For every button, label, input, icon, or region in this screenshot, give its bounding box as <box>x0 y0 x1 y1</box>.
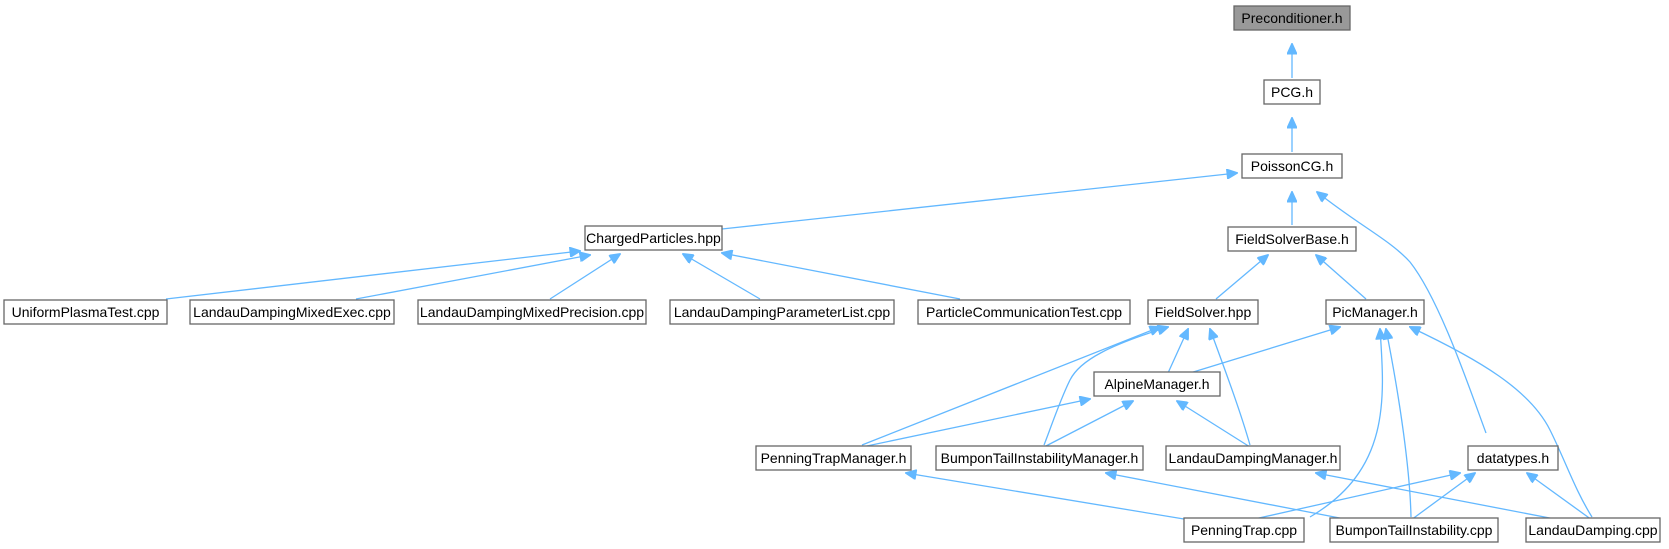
edge-bumpontailmanager-to-alpinemanager <box>1043 401 1133 448</box>
node-label: LandauDampingMixedExec.cpp <box>193 304 391 320</box>
edge-bumpontail-to-datatypes <box>1410 473 1475 521</box>
edge-bumpontailmanager-to-fieldsolver <box>1043 327 1168 446</box>
node-label: LandauDampingParameterList.cpp <box>674 304 891 320</box>
edge-uniformplasmatest-to-chargedparticles <box>165 251 580 300</box>
edge-datatypes-to-poissoncg <box>1317 192 1487 434</box>
edge-landaudamping-to-landaudampingmanager <box>1316 473 1561 521</box>
node-label: ChargedParticles.hpp <box>586 230 721 246</box>
edge-alpinemanager-to-fieldsolver <box>1167 329 1188 374</box>
edge-penningtrapmanager-to-alpinemanager <box>861 399 1090 448</box>
node-chargedparticles[interactable]: ChargedParticles.hpp <box>584 225 723 251</box>
edge-landauparameterlist-to-chargedparticles <box>683 254 761 300</box>
node-label: ParticleCommunicationTest.cpp <box>926 304 1122 320</box>
edges <box>165 44 1593 521</box>
edge-landaudamping-to-picmanager <box>1410 327 1593 518</box>
node-label: PicManager.h <box>1332 304 1418 320</box>
edge-picmanager-to-fieldsolverbase <box>1316 255 1367 300</box>
edge-penningtrap-to-datatypes <box>1249 473 1460 521</box>
node-uniformplasmatest[interactable]: UniformPlasmaTest.cpp <box>3 299 168 325</box>
node-penningtrap[interactable]: PenningTrap.cpp <box>1183 517 1305 543</box>
edge-landaumixedexec-to-chargedparticles <box>355 255 590 300</box>
node-label: LandauDampingMixedPrecision.cpp <box>420 304 644 320</box>
edge-landaumixedprecision-to-chargedparticles <box>549 254 620 300</box>
node-label: PCG.h <box>1271 84 1313 100</box>
node-label: AlpineManager.h <box>1104 376 1209 392</box>
node-preconditioner[interactable]: Preconditioner.h <box>1233 5 1351 31</box>
node-label: LandauDampingManager.h <box>1169 450 1338 466</box>
edge-penningtrapmanager-to-fieldsolver <box>861 327 1160 446</box>
node-label: BumponTailInstabilityManager.h <box>941 450 1139 466</box>
node-alpinemanager[interactable]: AlpineManager.h <box>1093 371 1221 397</box>
edge-fieldsolver-to-fieldsolverbase <box>1215 255 1268 300</box>
node-poissoncg[interactable]: PoissonCG.h <box>1241 153 1343 179</box>
edge-penningtrap-to-penningtrapmanager <box>906 473 1191 521</box>
nodes: Preconditioner.h PCG.h PoissonCG.h Charg… <box>3 5 1661 543</box>
node-fieldsolverbase[interactable]: FieldSolverBase.h <box>1227 226 1357 252</box>
node-label: BumponTailInstability.cpp <box>1336 522 1493 538</box>
node-landaudampingmanager[interactable]: LandauDampingManager.h <box>1165 445 1341 471</box>
node-label: PenningTrap.cpp <box>1191 522 1297 538</box>
node-label: datatypes.h <box>1477 450 1549 466</box>
node-pcg[interactable]: PCG.h <box>1263 79 1321 105</box>
node-landauparameterlist[interactable]: LandauDampingParameterList.cpp <box>669 299 895 325</box>
edge-landaudampingmanager-to-fieldsolver <box>1210 329 1251 446</box>
edge-chargedparticles-to-poissoncg <box>721 173 1237 230</box>
edge-landaudampingmanager-to-alpinemanager <box>1177 401 1251 448</box>
node-landaumixedprecision[interactable]: LandauDampingMixedPrecision.cpp <box>417 299 647 325</box>
node-label: LandauDamping.cpp <box>1528 522 1657 538</box>
node-datatypes[interactable]: datatypes.h <box>1467 445 1559 471</box>
node-label: Preconditioner.h <box>1241 10 1342 26</box>
node-penningtrapmanager[interactable]: PenningTrapManager.h <box>755 445 912 471</box>
edge-bumpontail-to-picmanager <box>1386 329 1412 518</box>
edge-alpinemanager-to-picmanager <box>1189 327 1340 374</box>
edge-penningtrap-to-picmanager <box>1309 329 1382 518</box>
node-label: UniformPlasmaTest.cpp <box>12 304 160 320</box>
edge-landaudamping-to-datatypes <box>1527 473 1593 521</box>
node-label: FieldSolverBase.h <box>1235 231 1349 247</box>
node-particlecommunicationtest[interactable]: ParticleCommunicationTest.cpp <box>917 299 1131 325</box>
node-picmanager[interactable]: PicManager.h <box>1325 299 1425 325</box>
node-label: PenningTrapManager.h <box>761 450 907 466</box>
node-fieldsolver[interactable]: FieldSolver.hpp <box>1147 299 1259 325</box>
node-bumpontailmanager[interactable]: BumponTailInstabilityManager.h <box>935 445 1144 471</box>
edge-particlecommunicationtest-to-chargedparticles <box>722 253 961 300</box>
node-landaudamping[interactable]: LandauDamping.cpp <box>1525 517 1661 543</box>
edge-bumpontail-to-bumpontailmanager <box>1106 473 1351 521</box>
node-landaumixedexec[interactable]: LandauDampingMixedExec.cpp <box>189 299 395 325</box>
node-bumpontail[interactable]: BumponTailInstability.cpp <box>1329 517 1499 543</box>
node-label: FieldSolver.hpp <box>1155 304 1252 320</box>
node-label: PoissonCG.h <box>1251 158 1333 174</box>
